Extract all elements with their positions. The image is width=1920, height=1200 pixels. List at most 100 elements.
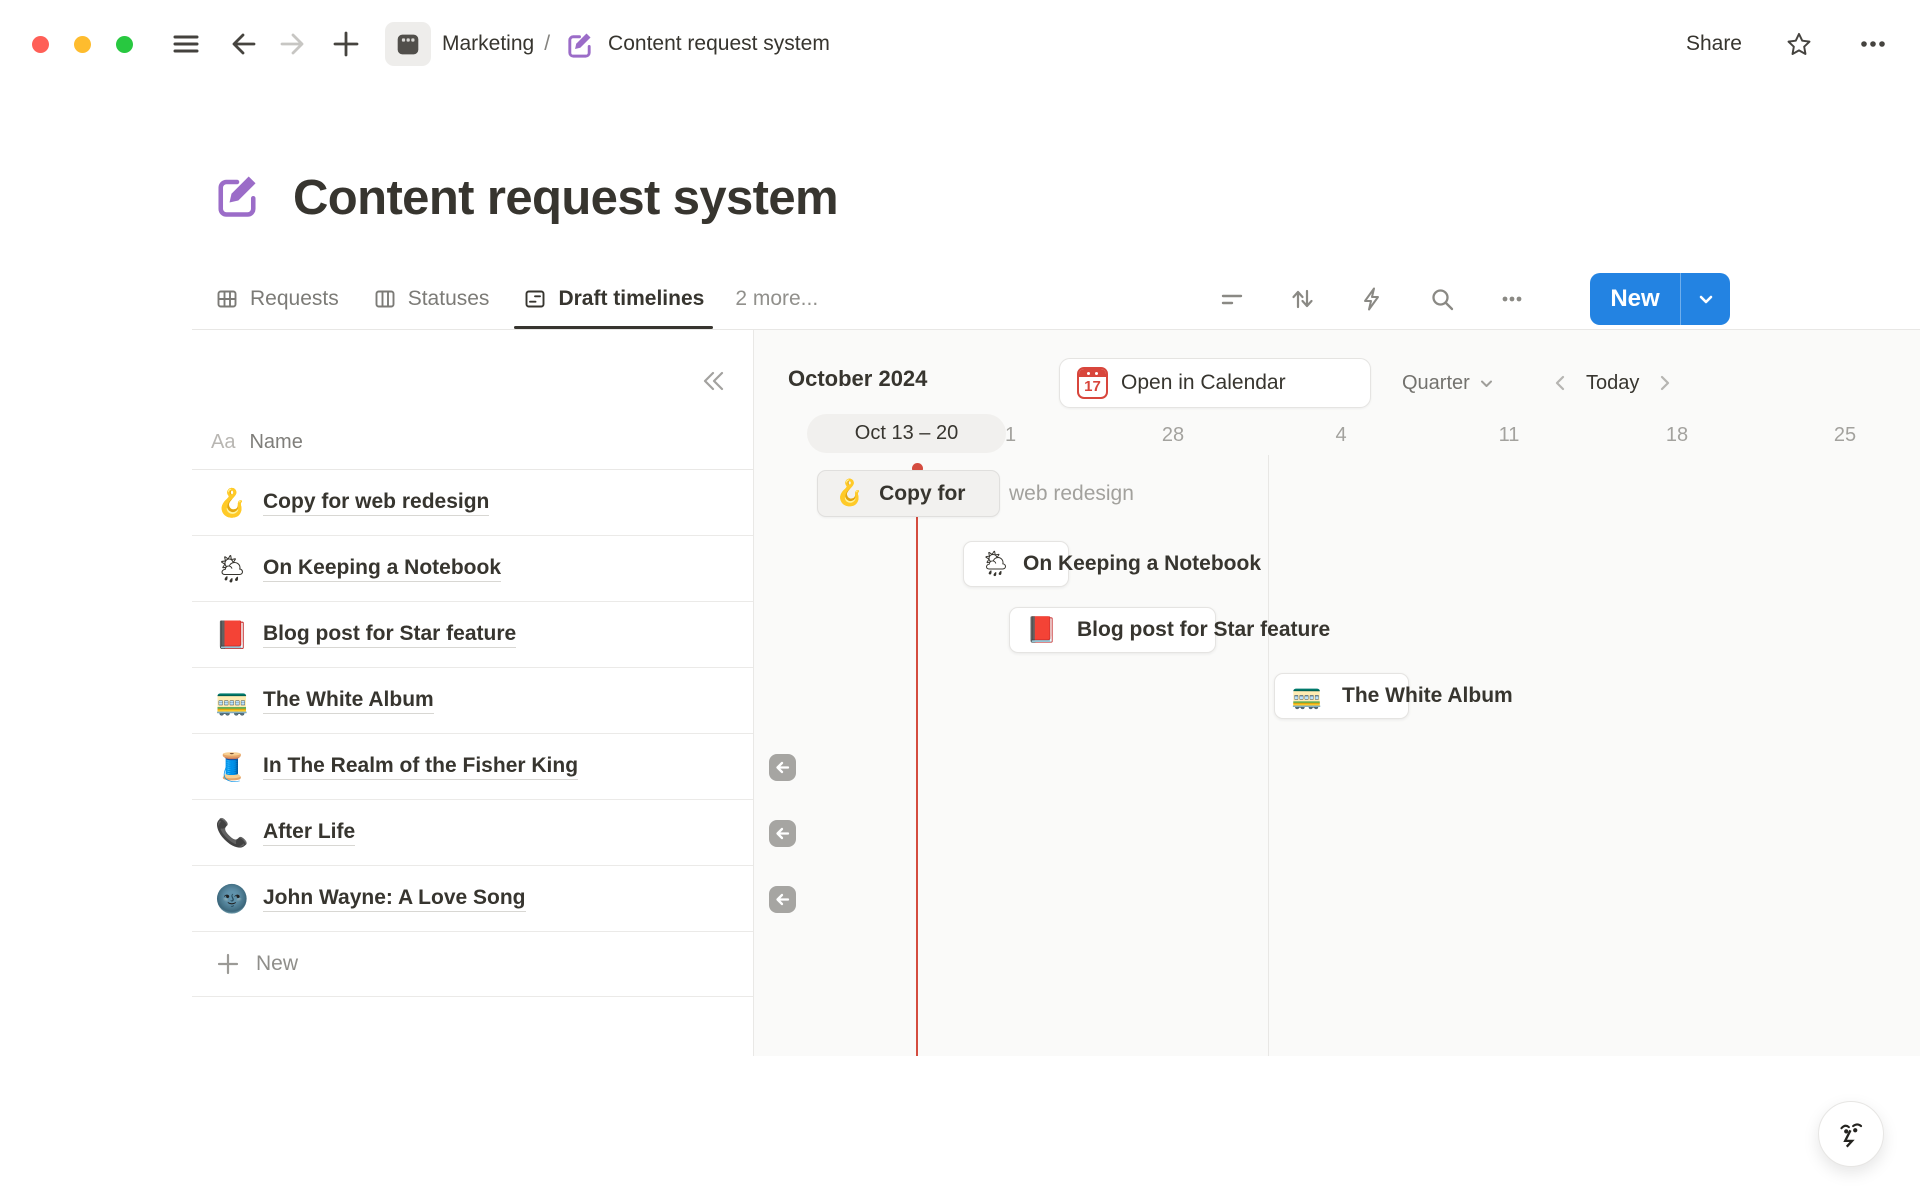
row-title[interactable]: John Wayne: A Love Song: [263, 886, 526, 912]
new-record-dropdown-button[interactable]: [1681, 273, 1730, 325]
timeline-zoom-select[interactable]: Quarter: [1402, 358, 1495, 408]
collapse-table-button[interactable]: [697, 364, 731, 398]
tab-label: Requests: [250, 286, 339, 310]
search-button[interactable]: [1425, 282, 1459, 316]
page-title-icon[interactable]: [211, 168, 263, 227]
automations-button[interactable]: [1355, 282, 1389, 316]
add-row-label: New: [256, 952, 299, 975]
forward-arrow-icon: [280, 33, 304, 55]
row-emoji-icon: 🌦: [215, 553, 250, 584]
share-button[interactable]: Share: [1685, 32, 1742, 55]
double-chevron-left-icon: [703, 371, 724, 391]
row-title[interactable]: Copy for web redesign: [263, 490, 490, 516]
table-icon: [217, 290, 237, 307]
table-row[interactable]: 🚃 The White Album: [192, 668, 753, 734]
scroll-to-item-button[interactable]: [769, 820, 796, 847]
tab-more-views[interactable]: 2 more...: [729, 268, 827, 329]
sort-button[interactable]: [1285, 282, 1319, 316]
tab-label: Draft timelines: [558, 286, 705, 310]
name-column-header: Name: [249, 430, 303, 453]
favorite-button[interactable]: [1782, 27, 1816, 61]
scroll-to-item-button[interactable]: [769, 754, 796, 781]
breadcrumb-workspace-chip[interactable]: [385, 22, 431, 66]
filter-icon: [1221, 294, 1243, 304]
chevron-left-icon[interactable]: [1552, 373, 1569, 393]
ai-face-icon: [1840, 1123, 1863, 1148]
more-options-button[interactable]: [1856, 27, 1890, 61]
breadcrumb-workspace[interactable]: Marketing: [442, 32, 535, 55]
back-arrow-icon: [232, 33, 256, 55]
view-toolbar: New: [1215, 268, 1730, 329]
add-row-button[interactable]: New: [192, 932, 753, 997]
compose-pencil-icon: [568, 32, 591, 58]
chevron-right-icon[interactable]: [1656, 373, 1673, 393]
row-title[interactable]: Blog post for Star feature: [263, 622, 517, 648]
tab-label: 2 more...: [735, 286, 819, 310]
zoom-window-button[interactable]: [116, 35, 133, 53]
back-button[interactable]: [225, 27, 259, 61]
breadcrumb-page[interactable]: Content request system: [608, 32, 830, 55]
table-row[interactable]: 🪝 Copy for web redesign: [192, 470, 753, 536]
row-title[interactable]: The White Album: [263, 688, 434, 714]
hamburger-icon: [173, 35, 199, 53]
marketing-workspace-icon: [397, 34, 419, 55]
month-boundary-gridline: [1268, 455, 1269, 1056]
new-record-button[interactable]: New: [1610, 284, 1660, 312]
today-button[interactable]: Today: [1586, 371, 1640, 394]
date-tick: 11: [1498, 424, 1520, 446]
row-title[interactable]: On Keeping a Notebook: [263, 556, 502, 582]
timeline-card[interactable]: 🚃: [1274, 673, 1409, 719]
view-options-button[interactable]: [1495, 282, 1529, 316]
date-tick-row: 21284111825: [754, 416, 1920, 456]
table-row[interactable]: 📕 Blog post for Star feature: [192, 602, 753, 668]
chevron-down-icon: [1480, 380, 1492, 387]
zoom-value: Quarter: [1402, 371, 1470, 394]
tab-statuses[interactable]: Statuses: [364, 268, 499, 329]
tab-draft-timelines[interactable]: Draft timelines: [514, 268, 714, 329]
row-title[interactable]: After Life: [263, 820, 356, 846]
new-button-divider: [1680, 272, 1681, 325]
ellipsis-icon: [1502, 296, 1522, 301]
today-marker-dot: [911, 463, 923, 474]
traffic-lights: [32, 35, 133, 53]
page-header: Content request system: [211, 168, 839, 227]
minimize-window-button[interactable]: [74, 35, 91, 53]
selected-range-pill: Oct 13 – 20: [807, 414, 1006, 453]
date-tick: 4: [1335, 424, 1347, 446]
row-title[interactable]: In The Realm of the Fisher King: [263, 754, 579, 780]
timeline-date-nav: Today: [1552, 358, 1673, 408]
forward-button[interactable]: [277, 27, 311, 61]
lightning-icon: [1364, 287, 1379, 310]
table-header-row[interactable]: Aa Name: [192, 415, 753, 470]
row-emoji-icon: 🌚: [215, 883, 249, 914]
open-in-calendar-button[interactable]: 17 Open in Calendar: [1059, 358, 1371, 408]
view-tabbar: Requests Statuses Draft timelines 2 more…: [192, 268, 1920, 330]
card-emoji-icon: 🌦: [980, 549, 1012, 578]
timeline-month-label: October 2024: [788, 366, 928, 391]
new-page-button[interactable]: [329, 27, 363, 61]
row-emoji-icon: 📞: [215, 817, 249, 848]
notion-ai-button[interactable]: [1818, 1101, 1884, 1167]
scroll-to-item-button[interactable]: [769, 886, 796, 913]
tab-requests[interactable]: Requests: [206, 268, 348, 329]
sidebar-menu-button[interactable]: [169, 27, 203, 61]
page-title[interactable]: Content request system: [293, 170, 839, 225]
table-row[interactable]: 📞 After Life: [192, 800, 753, 866]
timeline-card[interactable]: 🪝 Copy for: [817, 470, 1000, 517]
table-row[interactable]: 🌦 On Keeping a Notebook: [192, 536, 753, 602]
window-topbar: Marketing / Content request system Share: [0, 0, 1920, 88]
timeline-card[interactable]: 📕: [1009, 607, 1216, 653]
text-property-icon: Aa: [211, 430, 236, 453]
card-label: Copy for: [879, 481, 966, 505]
breadcrumb-separator: /: [544, 32, 551, 55]
calendar-day: 17: [1084, 378, 1101, 395]
timeline-panel: October 2024 17 Open in Calendar Quarter…: [753, 330, 1920, 1056]
close-window-button[interactable]: [32, 35, 49, 53]
breadcrumb-page-icon: [564, 29, 595, 60]
table-row[interactable]: 🌚 John Wayne: A Love Song: [192, 866, 753, 932]
timeline-card[interactable]: 🌦: [963, 541, 1069, 587]
filter-button[interactable]: [1215, 282, 1249, 316]
card-overflow-label: The White Album: [1342, 684, 1513, 707]
table-row[interactable]: 🧵 In The Realm of the Fisher King: [192, 734, 753, 800]
